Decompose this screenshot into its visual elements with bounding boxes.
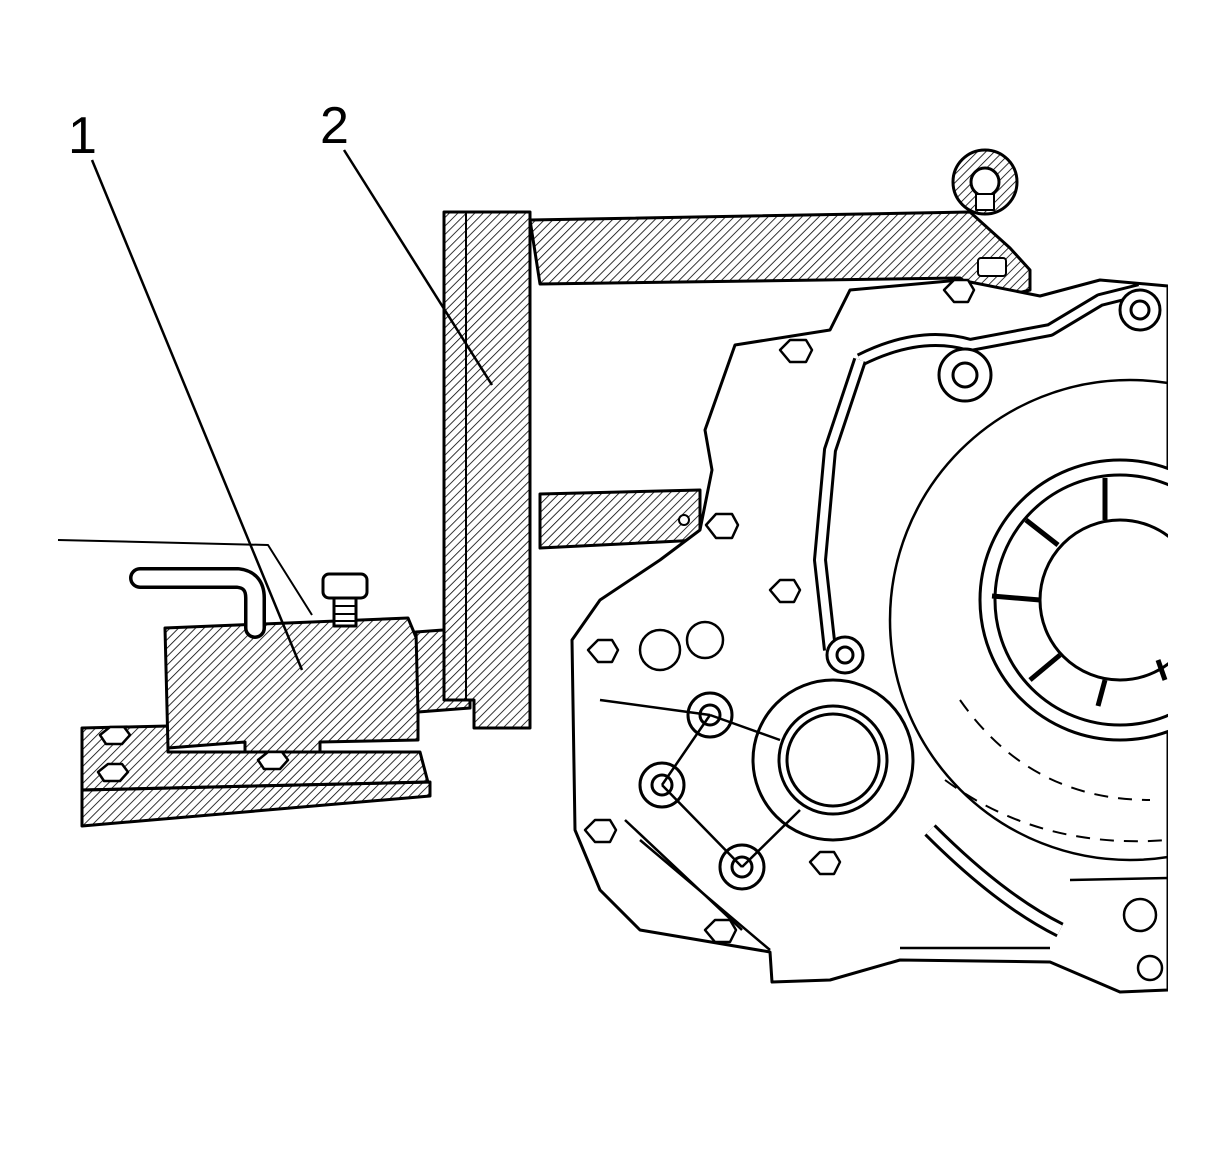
leader-line-1 bbox=[90, 159, 304, 671]
support-bracket-icon bbox=[442, 148, 1032, 730]
leader-lines bbox=[90, 149, 494, 671]
holding-fixture-icon bbox=[57, 539, 472, 828]
leader-line-2 bbox=[342, 149, 494, 386]
callout-2-label: 2 bbox=[320, 97, 349, 155]
transaxle-case-icon bbox=[570, 278, 1168, 994]
callout-1-label: 1 bbox=[68, 107, 97, 165]
